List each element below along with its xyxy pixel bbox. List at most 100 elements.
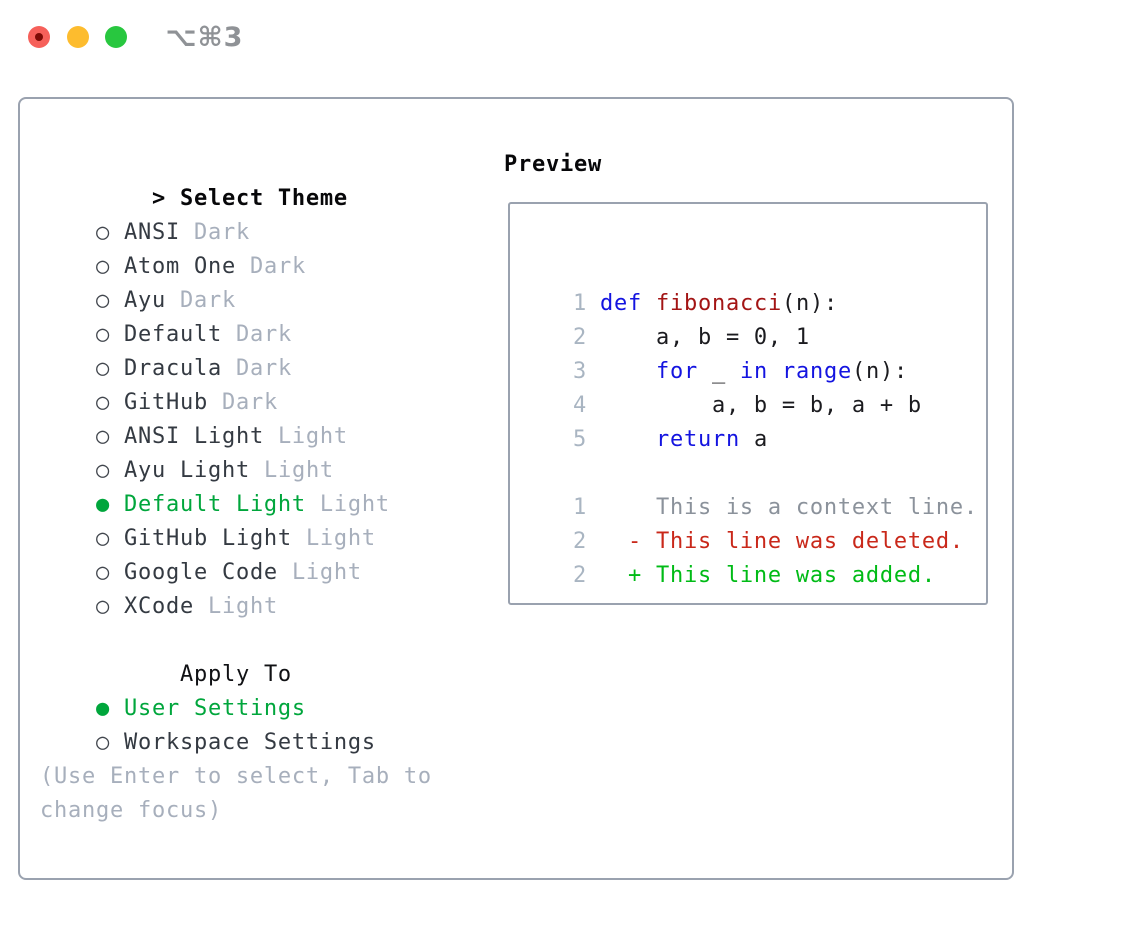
line-number: 2 [572, 563, 587, 588]
code-token: range [781, 359, 852, 384]
code-token: a [739, 427, 768, 452]
theme-name: ANSI [123, 220, 180, 245]
apply-to-option[interactable]: ● User Settings [40, 658, 480, 721]
code-token [768, 359, 782, 384]
preview-code-line: 4 a, b = b, a + b [516, 355, 978, 418]
apply-to-title: Apply To [179, 662, 292, 687]
line-number: 1 [572, 495, 587, 520]
theme-variant-tag: Dark [221, 390, 278, 415]
radio-icon: ○ [95, 526, 110, 551]
code-token [600, 359, 656, 384]
hint-text: (Use Enter to select, Tab to change focu… [40, 764, 432, 823]
code-token: _ [697, 359, 740, 384]
theme-option[interactable]: ○ Ayu Dark [40, 250, 480, 313]
titlebar: ⌥⌘3 [28, 22, 243, 53]
line-number: 3 [572, 359, 587, 384]
theme-name: Dracula [123, 356, 222, 381]
theme-option[interactable]: ○ Ayu Light Light [40, 420, 480, 483]
theme-name: GitHub [123, 390, 208, 415]
line-number: 2 [572, 529, 587, 554]
theme-option[interactable]: ○ GitHub Light Light [40, 488, 480, 551]
theme-name: Default Light [123, 492, 306, 517]
select-theme-heading: > Select Theme [40, 148, 480, 211]
theme-variant-tag: Dark [249, 254, 306, 279]
preview-title: Preview [504, 152, 602, 177]
radio-icon: ○ [95, 560, 110, 585]
window-shortcut-label: ⌥⌘3 [165, 21, 244, 53]
apply-to-list: ● User Settings ○ Workspace Settings [40, 658, 480, 755]
theme-option[interactable]: ○ Atom One Dark [40, 216, 480, 279]
minimize-button[interactable] [66, 26, 89, 48]
theme-variant-tag: Light [277, 424, 348, 449]
select-theme-title: Select Theme [179, 186, 348, 211]
theme-name: Ayu [123, 288, 166, 313]
theme-name: Atom One [123, 254, 236, 279]
theme-variant-tag: Dark [193, 220, 250, 245]
zoom-button[interactable] [105, 26, 127, 48]
theme-variant-tag: Light [291, 560, 362, 585]
theme-variant-tag: Dark [179, 288, 236, 313]
radio-icon: ○ [95, 220, 110, 245]
diff-text: - This line was deleted. [599, 529, 964, 554]
theme-name: XCode [123, 594, 194, 619]
preview-diff-line: 1 This is a context line. [516, 457, 978, 520]
theme-option[interactable]: ○ ANSI Dark [40, 182, 480, 245]
radio-icon: ● [95, 696, 110, 721]
radio-icon: ● [95, 492, 110, 517]
theme-variant-tag: Light [207, 594, 278, 619]
code-token: def [599, 291, 642, 316]
preview-code-line: 3 for _ in range(n): [516, 321, 978, 384]
preview-code-line: 2 a, b = 0, 1 [516, 287, 978, 350]
preview-code-line: 5 return a [516, 389, 978, 452]
code-token: for [655, 359, 698, 384]
theme-variant-tag: Light [305, 526, 376, 551]
radio-icon: ○ [95, 458, 110, 483]
theme-name: ANSI Light [123, 424, 264, 449]
theme-variant-tag: Dark [235, 356, 292, 381]
radio-icon: ○ [95, 730, 110, 755]
theme-option[interactable]: ○ XCode Light [40, 556, 480, 619]
theme-name: Ayu Light [123, 458, 250, 483]
preview-diff-line: 2 + This line was added. [516, 525, 978, 588]
theme-option[interactable]: ○ Google Code Light [40, 522, 480, 585]
code-token: a, b = b, a + b [599, 393, 922, 418]
close-button[interactable] [28, 26, 50, 48]
code-token: (n): [851, 359, 908, 384]
apply-to-heading: Apply To [40, 624, 480, 687]
theme-name: Google Code [123, 560, 278, 585]
code-token: return [655, 427, 740, 452]
code-token [600, 427, 656, 452]
radio-icon: ○ [95, 254, 110, 279]
radio-icon: ○ [95, 594, 110, 619]
unsaved-indicator-dot [35, 33, 43, 41]
code-token: a, b = 0, 1 [599, 325, 810, 350]
apply-option-name: User Settings [123, 696, 306, 721]
radio-icon: ○ [95, 356, 110, 381]
theme-variant-tag: Dark [235, 322, 292, 347]
theme-option[interactable]: ○ Default Dark [40, 284, 480, 347]
theme-option[interactable]: ○ GitHub Dark [40, 352, 480, 415]
prompt-icon: > [151, 186, 166, 211]
line-number: 2 [572, 325, 587, 350]
code-token: fibonacci [655, 291, 782, 316]
code-token: (n): [781, 291, 838, 316]
radio-icon: ○ [95, 424, 110, 449]
theme-option[interactable]: ○ ANSI Light Light [40, 386, 480, 449]
code-token: in [739, 359, 768, 384]
apply-to-option[interactable]: ○ Workspace Settings [40, 692, 480, 755]
apply-option-name: Workspace Settings [123, 730, 376, 755]
line-number: 4 [572, 393, 587, 418]
theme-option[interactable]: ○ Dracula Dark [40, 318, 480, 381]
radio-icon: ○ [95, 288, 110, 313]
radio-icon: ○ [95, 322, 110, 347]
theme-name: GitHub Light [123, 526, 292, 551]
diff-text: + This line was added. [599, 563, 936, 588]
theme-name: Default [123, 322, 222, 347]
